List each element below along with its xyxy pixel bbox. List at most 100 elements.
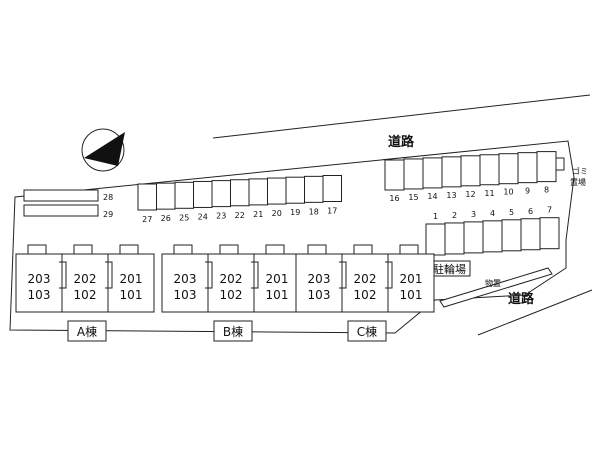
parking-stall [384,159,405,191]
unit-number-upper: 202 [74,272,97,286]
road-line-bottom [477,289,593,336]
parking-stall [304,175,324,203]
parking-number: 2 [452,211,457,220]
parking-number: 15 [408,193,418,202]
parking-stall [539,217,560,250]
building-label: A棟 [77,324,97,339]
parking-number: 26 [161,214,171,223]
parking-number: 3 [471,210,476,219]
road-label-top: 道路 [388,134,415,150]
parking-number: 27 [142,215,152,224]
parking-number: 14 [427,192,437,201]
parking-number: 23 [216,212,226,221]
parking-number: 16 [389,194,399,203]
garbage-area: ゴミ 置場 [555,157,588,187]
parking-number: 1 [433,212,438,221]
parking-stall [174,181,194,209]
parking-stall [536,151,557,183]
parking-stall [520,218,541,251]
parking-stall [403,158,424,190]
property-boundary [9,140,575,334]
parking-stall [137,183,157,211]
unit-number-upper: 203 [28,272,51,286]
parking-number: 20 [272,209,282,218]
storage-area: 物置 [439,267,553,308]
parking-number: 7 [547,206,552,215]
parking-stall [444,222,465,255]
parking-stall [479,154,500,186]
parking-left-pair: 28 29 [23,189,113,219]
bike-parking-label: 駐輪場 [433,262,466,276]
unit-number-lower: 101 [120,288,143,302]
unit-number-lower: 102 [220,288,243,302]
parking-stall [230,179,250,207]
unit-number-upper: 203 [308,272,331,286]
parking-number: 11 [484,189,494,198]
parking-stall [460,155,481,187]
parking-stall [322,175,342,202]
unit-number-upper: 202 [220,272,243,286]
parking-number: 13 [446,191,456,200]
parking-number: 6 [528,207,533,216]
unit-number-upper: 201 [266,272,289,286]
unit-number-lower: 102 [354,288,377,302]
unit-number-lower: 103 [174,288,197,302]
parking-number: 10 [503,188,513,197]
building-label-box [67,320,107,342]
parking-number: 4 [490,209,495,218]
parking-number: 28 [103,193,113,202]
bike-parking: 駐輪場 [429,260,471,277]
parking-stall [463,221,484,254]
parking-stall [441,156,462,188]
parking-number: 24 [198,212,208,221]
parking-number: 18 [309,207,319,216]
compass-icon [81,128,125,172]
unit-number-upper: 201 [400,272,423,286]
road-label-bottom-right: 道路 [508,291,535,307]
unit-number-lower: 101 [266,288,289,302]
parking-stall [498,153,519,185]
unit-number-upper: 202 [354,272,377,286]
parking-stall [193,180,213,208]
parking-number: 25 [179,213,189,222]
parking-stall [285,176,305,204]
storage-label: 物置 [485,278,501,288]
parking-stall [248,178,268,206]
parking-number: 22 [235,211,245,220]
parking-number: 19 [290,208,300,217]
unit-number-lower: 101 [400,288,423,302]
building-label: B棟 [223,324,243,339]
garbage-label-1: ゴミ [572,166,588,176]
unit-number-lower: 103 [28,288,51,302]
building-label-box [213,320,253,342]
parking-stall [211,180,231,208]
parking-number: 8 [544,186,549,195]
parking-stall [425,223,446,256]
parking-stall [422,157,443,189]
unit-number-upper: 201 [120,272,143,286]
garbage-label-2: 置場 [570,177,586,187]
parking-stall [501,219,522,252]
parking-right-lower: 1 2 3 4 5 6 7 [425,206,560,256]
unit-number-lower: 102 [74,288,97,302]
parking-number: 17 [327,207,337,216]
road-line-top [212,94,591,139]
parking-stall [267,177,287,205]
parking-number: 12 [465,190,475,199]
parking-number: 5 [509,208,514,217]
buildings: 203103202102201101A棟203103202102201101B棟… [15,244,435,342]
building-label: C棟 [357,324,377,339]
